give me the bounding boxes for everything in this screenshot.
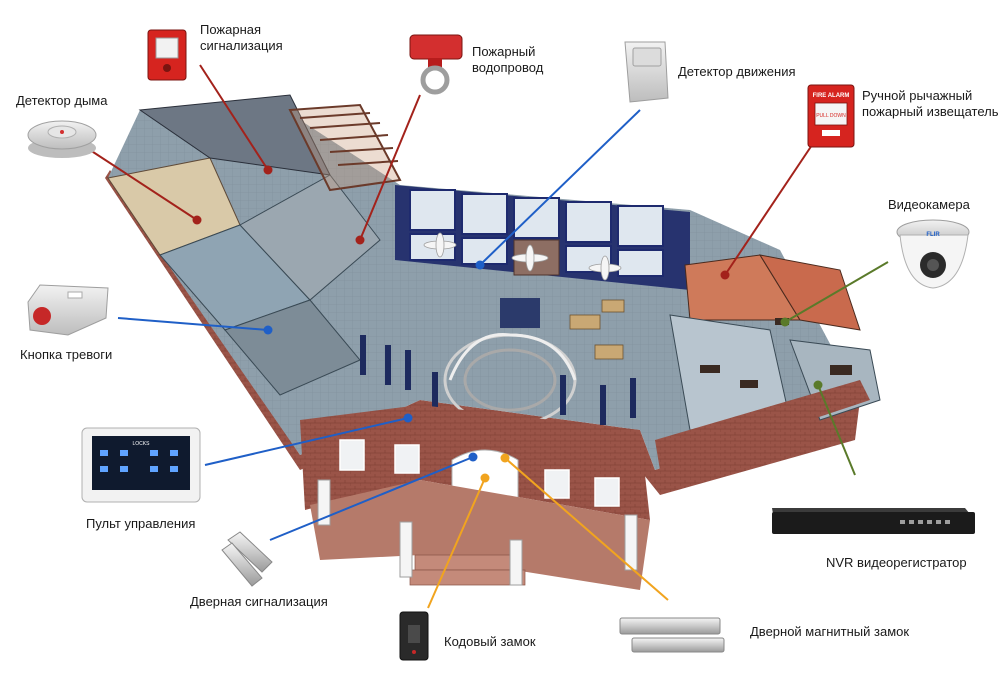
svg-text:FLIR: FLIR — [926, 232, 940, 238]
label-nvr: NVR видеорегистратор — [826, 555, 967, 570]
label-camera: Видеокамера — [888, 197, 970, 212]
line-manual-call — [724, 144, 813, 276]
connector-lines — [89, 64, 889, 609]
line-sprinkler — [359, 94, 421, 241]
manual-pull-station-icon: FIRE ALARM PULL DOWN — [807, 84, 855, 148]
front-steps — [409, 554, 526, 586]
columns — [360, 335, 636, 425]
motion-detector-icon — [624, 41, 669, 103]
building-cutaway — [105, 94, 881, 590]
porch — [310, 480, 650, 590]
line-camera-1 — [784, 261, 889, 323]
pergola — [288, 103, 402, 192]
smoke-detector-icon — [27, 120, 97, 158]
stair-top-landing — [500, 298, 540, 328]
label-manual-call-line2: пожарный извещатель — [862, 104, 999, 119]
label-sprinkler-line2: водопровод — [472, 60, 544, 75]
ceiling-fans — [423, 232, 622, 281]
nvr-recorder-icon — [772, 508, 975, 534]
label-mag-lock: Дверной магнитный замок — [750, 624, 910, 639]
fire-alarm-strobe-icon — [147, 29, 187, 81]
label-manual-call: Ручной рычажный пожарный извещатель — [862, 88, 999, 120]
window-grid — [409, 189, 664, 277]
dome-camera-icon: FLIR — [896, 219, 970, 289]
line-smoke — [89, 149, 198, 221]
svg-text:FIRE ALARM: FIRE ALARM — [813, 93, 850, 99]
door-contact-sensor-icon — [221, 531, 273, 587]
svg-text:LOCKS: LOCKS — [133, 441, 151, 447]
facade-windows — [339, 439, 620, 507]
label-control-panel: Пульт управления — [86, 516, 196, 531]
control-panel-icon: LOCKS — [81, 427, 201, 503]
porch-posts — [317, 479, 638, 586]
line-mag-lock — [504, 457, 669, 601]
line-camera-2 — [817, 384, 856, 476]
panic-button-icon — [27, 284, 109, 336]
line-code-lock — [427, 477, 486, 609]
label-motion-detector: Детектор движения — [678, 64, 796, 79]
connector-dots — [192, 165, 823, 483]
line-door-alarm — [269, 456, 474, 541]
label-code-lock: Кодовый замок — [444, 634, 536, 649]
line-motion — [479, 109, 641, 266]
label-fire-alarm: Пожарная сигнализация — [200, 22, 283, 54]
label-door-alarm: Дверная сигнализация — [190, 594, 328, 609]
keypad-lock-icon — [399, 611, 429, 661]
label-manual-call-line1: Ручной рычажный — [862, 88, 973, 103]
line-panic — [117, 317, 269, 331]
label-fire-alarm-line2: сигнализация — [200, 38, 283, 53]
label-panic-button: Кнопка тревоги — [20, 347, 113, 362]
outer-wall-right — [655, 380, 870, 470]
label-fire-alarm-line1: Пожарная — [200, 22, 262, 37]
magnetic-lock-icon — [619, 617, 725, 653]
label-sprinkler: Пожарный водопровод — [472, 44, 543, 76]
svg-text:PULL DOWN: PULL DOWN — [816, 113, 846, 119]
living-furniture — [569, 299, 625, 360]
label-sprinkler-line1: Пожарный — [472, 44, 536, 59]
line-fire-alarm — [199, 64, 269, 171]
sprinkler-valve-icon — [409, 34, 463, 95]
room-right-mid — [758, 254, 861, 331]
label-smoke-detector: Детектор дыма — [16, 93, 108, 108]
line-panel — [204, 417, 409, 466]
room-kitchen — [239, 174, 381, 301]
